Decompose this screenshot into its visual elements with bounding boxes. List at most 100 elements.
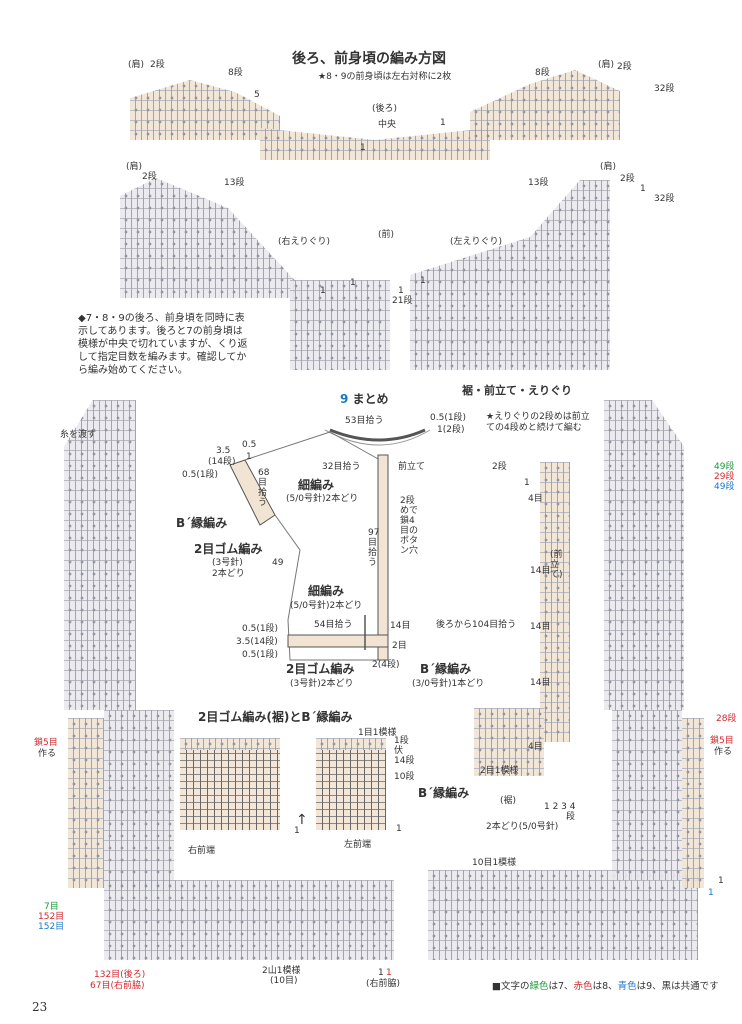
row-label-7: 49段 bbox=[714, 462, 735, 472]
row-label-9: 1 bbox=[708, 888, 714, 898]
hem-label: (裾) bbox=[500, 796, 517, 806]
dimension-label: 0.5(1段) bbox=[430, 413, 467, 423]
front-placket-label: 前立て bbox=[398, 462, 426, 472]
row-label: 1 bbox=[718, 876, 724, 886]
left-neck-label: (左えりぐり) bbox=[450, 237, 503, 247]
strand-label: 2本どり(5/0号針) bbox=[486, 822, 559, 832]
row-label: 1 bbox=[294, 826, 300, 836]
stitch-count-label: 14目 bbox=[530, 622, 551, 632]
dimension-label: 2(4段) bbox=[372, 660, 400, 670]
legend-text: 黒は共通です bbox=[661, 981, 719, 992]
legend-text: は9、 bbox=[636, 981, 662, 992]
stitch-label: B´縁編み bbox=[420, 662, 472, 676]
right-button-band-chart bbox=[682, 718, 704, 888]
row-label: 1 bbox=[396, 824, 402, 834]
row-label: 1 bbox=[640, 184, 646, 194]
chain-label: 鎖5目 bbox=[34, 738, 58, 748]
dimension-label: 1 bbox=[246, 452, 252, 462]
pattern-label: 10目1模様 bbox=[472, 858, 517, 868]
left-hem-column-chart bbox=[104, 710, 174, 890]
stitch-label-side: 67目(右前脇) bbox=[90, 981, 145, 991]
row-unit: 段 bbox=[566, 812, 576, 822]
hem-corner-chart bbox=[474, 708, 544, 776]
row-label: 5 bbox=[254, 90, 260, 100]
pattern-label: 2山1模様 bbox=[262, 966, 301, 976]
stitch-count-label: 14目 bbox=[530, 566, 551, 576]
pick-label: 68目拾う bbox=[258, 468, 270, 508]
front-label: (前) bbox=[378, 230, 395, 240]
pick-label: 54目拾う bbox=[314, 620, 353, 630]
up-arrow-icon: ↑ bbox=[296, 812, 308, 828]
row-label-9: 49段 bbox=[714, 482, 735, 492]
dimension-label: 0.5(1段) bbox=[182, 470, 219, 480]
needle-label: (3号針)2本どり bbox=[290, 679, 354, 689]
row-label: 1 bbox=[398, 286, 404, 296]
hem-section-title: 2目ゴム編み(裾)とB´縁編み bbox=[198, 710, 353, 724]
row-label: 2段 bbox=[620, 174, 635, 184]
page-title: 後ろ、前身頃の編み方図 bbox=[292, 51, 446, 67]
stitch-label: 細編み bbox=[298, 478, 335, 492]
hem-note: ★えりぐりの2段めは前立ての4段めと続けて編む bbox=[486, 412, 590, 433]
pattern-label: 2目1模様 bbox=[480, 766, 519, 776]
right-neck-label: (右えりぐり) bbox=[278, 237, 331, 247]
row-label: 1段 bbox=[394, 736, 409, 746]
rib-edge-right bbox=[180, 738, 280, 750]
center-label: 中央 bbox=[378, 120, 397, 130]
rib-chart-left-front bbox=[316, 748, 386, 830]
back-neck-chart bbox=[260, 128, 490, 160]
legend-blue: 青色 bbox=[617, 981, 637, 992]
row-label: 21段 bbox=[392, 296, 413, 306]
row-label: 8段 bbox=[535, 68, 550, 78]
stitch-label: B´縁編み bbox=[418, 786, 470, 800]
right-side-panel-chart bbox=[604, 400, 684, 710]
row-label: 2段 bbox=[142, 172, 157, 182]
back-shoulder-right-label: (肩) bbox=[598, 60, 615, 70]
front-shoulder-left-label: (肩) bbox=[126, 162, 143, 172]
stitch-label-7: 7目 bbox=[44, 902, 59, 912]
needle-label: (5/0号針)2本どり bbox=[286, 494, 359, 504]
row-label: 1 bbox=[524, 478, 530, 488]
row-label: 2段 bbox=[617, 62, 632, 72]
back-left-shoulder-chart bbox=[130, 80, 280, 140]
needle-label: (3号針) bbox=[212, 558, 243, 568]
buttonhole-label: 2段めで鎖4目のボタン穴 bbox=[400, 496, 419, 556]
front-right-neck-chart bbox=[290, 280, 390, 370]
stitch-count-label: 4目 bbox=[528, 494, 543, 504]
stitch-label-back: 132目(後ろ) bbox=[94, 970, 146, 980]
rib-chart-right-front bbox=[180, 748, 280, 830]
dimension-label: 3.5(14段) bbox=[236, 637, 278, 647]
collar-pick-label: 53目拾う bbox=[345, 416, 384, 426]
rib-edge-left bbox=[316, 738, 386, 750]
front-left-chart bbox=[410, 180, 610, 370]
front-shoulder-right-label: (肩) bbox=[600, 162, 617, 172]
placket-chart bbox=[540, 462, 570, 742]
row-label: 1 bbox=[360, 143, 366, 153]
right-front-side-label: (右前脇) bbox=[366, 979, 401, 989]
dimension-label: 49 bbox=[272, 558, 284, 568]
chain-label: 鎖5目 bbox=[710, 736, 734, 746]
pick-label: 後ろから104目拾う bbox=[436, 620, 517, 630]
stitch-count-label: 14目 bbox=[530, 678, 551, 688]
hem-title: 裾・前立て・えりぐり bbox=[462, 384, 572, 397]
legend-text: は7、 bbox=[548, 981, 574, 992]
legend-green: 緑色 bbox=[529, 981, 549, 992]
stitch-label-9: 152目 bbox=[38, 922, 65, 932]
back-label: (後ろ) bbox=[372, 104, 398, 114]
needle-label: (5/0号針)2本どり bbox=[290, 601, 363, 611]
row-label: 13段 bbox=[528, 178, 549, 188]
back-shoulder-left-label: (肩) bbox=[128, 60, 145, 70]
page-subtitle: ★8・9の前身頃は左右対称に2枚 bbox=[318, 72, 452, 82]
page-number: 23 bbox=[32, 1000, 48, 1014]
dimension-label: 1(2段) bbox=[437, 425, 465, 435]
front-right-shoulder-chart bbox=[120, 178, 300, 298]
bind-off-label: 伏 bbox=[394, 746, 404, 756]
left-button-band-chart bbox=[68, 718, 104, 888]
make-label: 作る bbox=[38, 749, 57, 759]
row-label: 1 bbox=[320, 286, 326, 296]
dimension-label: 0.5 bbox=[242, 440, 257, 450]
placket-label: (前立て) bbox=[550, 550, 563, 580]
row-label: 32段 bbox=[654, 194, 675, 204]
pick-label: 32目拾う bbox=[322, 462, 361, 472]
legend-red: 赤色 bbox=[573, 981, 593, 992]
back-right-shoulder-chart bbox=[470, 70, 620, 140]
